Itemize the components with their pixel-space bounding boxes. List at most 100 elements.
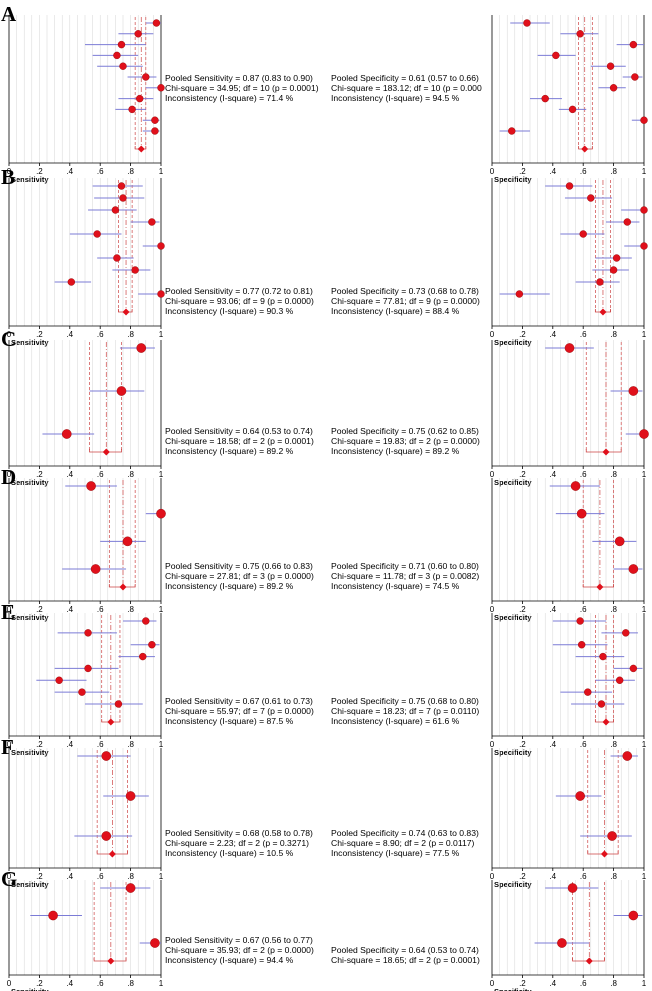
x-tick-label: .2 bbox=[36, 979, 43, 988]
x-tick-label: .2 bbox=[36, 872, 43, 881]
x-tick-label: 0 bbox=[7, 167, 12, 176]
stats-line: Inconsistency (I-square) = 89.2 % bbox=[331, 446, 460, 456]
stats-line: Pooled Specificity = 0.74 (0.63 to 0.83) bbox=[331, 828, 479, 838]
study-point bbox=[122, 536, 133, 547]
specificity-stats: Pooled Specificity = 0.64 (0.53 to 0.74)… bbox=[331, 945, 480, 965]
x-tick-label: .8 bbox=[127, 470, 134, 479]
pooled-diamond bbox=[102, 448, 110, 456]
study-point bbox=[577, 641, 586, 649]
sensitivity-stats: Pooled Sensitivity = 0.87 (0.83 to 0.90)… bbox=[165, 73, 319, 103]
study-point bbox=[622, 751, 633, 761]
study-point bbox=[575, 791, 585, 801]
study-point bbox=[101, 751, 112, 761]
x-tick-label: .6 bbox=[580, 740, 587, 749]
study-point bbox=[584, 688, 592, 696]
pooled-diamond bbox=[581, 145, 589, 153]
study-point bbox=[142, 73, 150, 81]
study-point bbox=[629, 40, 638, 49]
x-tick-label: 1 bbox=[159, 605, 164, 614]
study-point bbox=[596, 278, 604, 286]
x-tick-label: .6 bbox=[580, 979, 587, 988]
study-point bbox=[134, 30, 142, 38]
stats-line: Inconsistency (I-square) = 87.5 % bbox=[165, 716, 294, 726]
x-tick-label: 0 bbox=[7, 979, 12, 988]
x-tick-label: .4 bbox=[549, 330, 556, 339]
study-point bbox=[156, 508, 166, 519]
x-axis-title: Specificity bbox=[494, 175, 532, 184]
sensitivity-stats: Pooled Sensitivity = 0.67 (0.61 to 0.73)… bbox=[165, 696, 314, 726]
sensitivity-stats: Pooled Sensitivity = 0.64 (0.53 to 0.74)… bbox=[165, 426, 314, 456]
study-point bbox=[640, 242, 648, 250]
x-tick-label: 0 bbox=[490, 330, 495, 339]
x-tick-label: .8 bbox=[610, 330, 617, 339]
study-point bbox=[90, 564, 101, 574]
x-tick-label: .6 bbox=[97, 470, 104, 479]
panel-label: A bbox=[1, 2, 17, 26]
stats-line: Pooled Sensitivity = 0.68 (0.58 to 0.78) bbox=[165, 828, 313, 838]
x-tick-label: .4 bbox=[66, 605, 73, 614]
x-axis-title: Sensitivity bbox=[11, 338, 49, 347]
x-tick-label: .4 bbox=[66, 740, 73, 749]
sensitivity-stats: Pooled Sensitivity = 0.67 (0.56 to 0.77)… bbox=[165, 935, 314, 965]
study-point bbox=[623, 218, 631, 226]
stats-line: Inconsistency (I-square) = 77.5 % bbox=[331, 848, 460, 858]
pooled-diamond bbox=[108, 850, 116, 858]
stats-line: Inconsistency (I-square) = 61.6 % bbox=[331, 716, 460, 726]
study-point bbox=[607, 831, 617, 841]
study-point bbox=[587, 194, 595, 202]
stats-line: Pooled Sensitivity = 0.67 (0.56 to 0.77) bbox=[165, 935, 313, 945]
pooled-diamond bbox=[107, 957, 115, 965]
stats-line: Chi-square = 18.58; df = 2 (p = 0.0001) bbox=[165, 436, 314, 446]
x-tick-label: 1 bbox=[642, 872, 647, 881]
x-tick-label: .6 bbox=[580, 605, 587, 614]
stats-line: Pooled Sensitivity = 0.67 (0.61 to 0.73) bbox=[165, 696, 313, 706]
x-tick-label: .4 bbox=[66, 979, 73, 988]
x-tick-label: 1 bbox=[642, 330, 647, 339]
pooled-diamond bbox=[119, 583, 127, 591]
x-tick-label: 0 bbox=[7, 605, 12, 614]
study-point bbox=[599, 652, 607, 661]
stats-line: Chi-square = 183.12; df = 10 (p = 0.000 bbox=[331, 83, 482, 93]
x-tick-label: .2 bbox=[519, 605, 526, 614]
study-point bbox=[640, 206, 648, 214]
study-point bbox=[113, 51, 121, 60]
x-tick-label: 1 bbox=[159, 167, 164, 176]
x-axis-title: Sensitivity bbox=[11, 748, 49, 757]
study-point bbox=[576, 508, 587, 519]
x-axis-title: Sensitivity bbox=[11, 987, 49, 991]
study-point bbox=[113, 254, 121, 262]
stats-line: Chi-square = 11.78; df = 3 (p = 0.0082) bbox=[331, 571, 479, 581]
study-point bbox=[101, 831, 112, 841]
x-tick-label: .2 bbox=[36, 330, 43, 339]
study-point bbox=[119, 194, 127, 202]
x-tick-label: .8 bbox=[610, 740, 617, 749]
study-point bbox=[157, 242, 165, 250]
x-tick-label: 1 bbox=[159, 740, 164, 749]
stats-line: Chi-square = 8.90; df = 2 (p = 0.0117) bbox=[331, 838, 475, 848]
x-tick-label: .2 bbox=[36, 167, 43, 176]
study-point bbox=[119, 62, 127, 70]
study-point bbox=[628, 386, 639, 396]
x-tick-label: .4 bbox=[66, 470, 73, 479]
x-tick-label: .4 bbox=[549, 872, 556, 881]
pooled-diamond bbox=[600, 850, 608, 858]
study-point bbox=[157, 290, 165, 298]
x-tick-label: .4 bbox=[66, 330, 73, 339]
x-tick-label: 1 bbox=[642, 470, 647, 479]
study-point bbox=[570, 481, 581, 491]
pooled-diamond bbox=[599, 308, 607, 316]
x-tick-label: 1 bbox=[642, 605, 647, 614]
study-point bbox=[576, 617, 584, 625]
study-point bbox=[576, 30, 584, 38]
x-tick-label: .6 bbox=[97, 872, 104, 881]
x-axis-title: Sensitivity bbox=[11, 880, 49, 889]
stats-line: Inconsistency (I-square) = 88.4 % bbox=[331, 306, 460, 316]
study-point bbox=[557, 938, 567, 948]
x-tick-label: .6 bbox=[580, 872, 587, 881]
study-point bbox=[628, 564, 639, 574]
